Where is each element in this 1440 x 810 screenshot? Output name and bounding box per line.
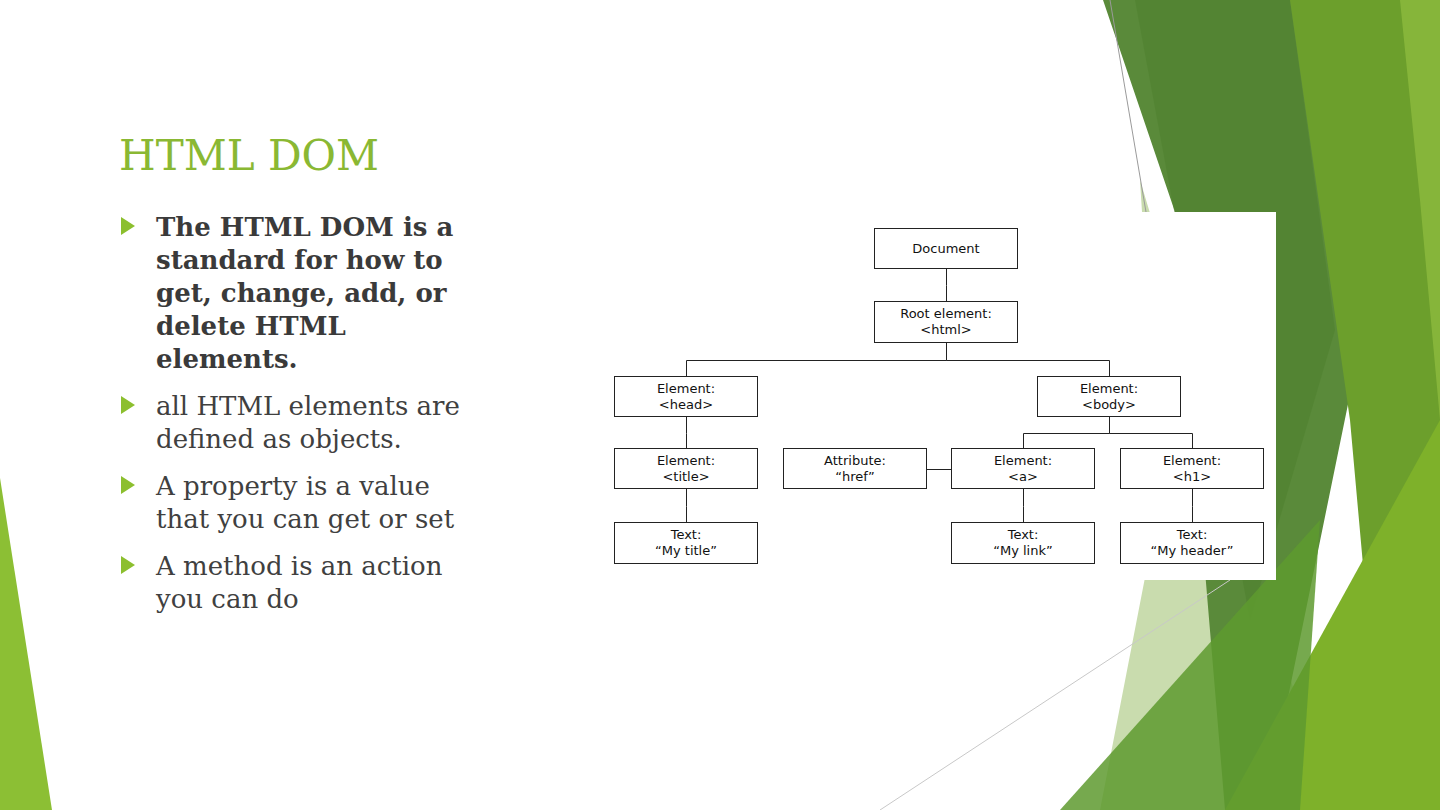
node-label: Text: “My link” (993, 527, 1053, 559)
dom-node-box: Element: <body> (1037, 376, 1181, 417)
bullet-item: The HTML DOM is a standard for how to ge… (119, 211, 469, 376)
bullet-marker (119, 211, 156, 241)
tree-connector (927, 469, 951, 470)
node-label: Element: <h1> (1163, 453, 1221, 485)
dom-node-box: Root element: <html> (874, 301, 1018, 343)
dom-node-box: Element: <head> (614, 376, 758, 417)
tree-connector (1023, 489, 1024, 522)
node-label: Text: “My title” (655, 527, 717, 559)
dom-node-box: Attribute: “href” (783, 448, 927, 489)
node-label: Element: <body> (1080, 381, 1138, 413)
bullet-text: The HTML DOM is a standard for how to ge… (156, 211, 462, 376)
left-green-shape (0, 478, 52, 810)
bullet-list: The HTML DOM is a standard for how to ge… (119, 211, 469, 630)
tree-connector (686, 417, 687, 448)
node-label: Element: <a> (994, 453, 1052, 485)
bullet-text: A method is an action you can do (156, 550, 462, 616)
dom-node-box: Element: <title> (614, 448, 758, 489)
dom-node-box: Text: “My link” (951, 522, 1095, 564)
bullet-item: A property is a value that you can get o… (119, 470, 469, 536)
thin-line (1110, 0, 1146, 212)
bullet-text: all HTML elements are defined as objects… (156, 390, 462, 456)
bullet-marker (119, 390, 156, 420)
bullet-marker (119, 470, 156, 500)
tree-connector (1192, 489, 1193, 522)
bullet-item: A method is an action you can do (119, 550, 469, 616)
node-label: Element: <title> (657, 453, 715, 485)
node-label: Document (912, 241, 979, 257)
node-label: Root element: <html> (900, 306, 992, 338)
thin-line (880, 580, 1230, 810)
tree-connector (1024, 417, 1110, 448)
diagram-panel (604, 212, 1276, 580)
bright-green-shape (1400, 0, 1440, 420)
node-label: Text: “My header” (1151, 527, 1234, 559)
dom-node-box: Document (874, 228, 1018, 269)
dom-node-box: Element: <h1> (1120, 448, 1264, 489)
tree-connector (947, 343, 1110, 376)
slide-title: HTML DOM (119, 131, 379, 180)
tree-connector (946, 269, 947, 301)
bullet-text: A property is a value that you can get o… (156, 470, 462, 536)
node-label: Element: <head> (657, 381, 715, 413)
bullet-item: all HTML elements are defined as objects… (119, 390, 469, 456)
dom-node-box: Text: “My header” (1120, 522, 1264, 564)
bullet-marker (119, 550, 156, 580)
tree-connector (686, 489, 687, 522)
node-label: Attribute: “href” (824, 453, 886, 485)
dom-node-box: Text: “My title” (614, 522, 758, 564)
tree-connector (1110, 417, 1193, 448)
tree-connector (687, 343, 947, 376)
dom-node-box: Element: <a> (951, 448, 1095, 489)
